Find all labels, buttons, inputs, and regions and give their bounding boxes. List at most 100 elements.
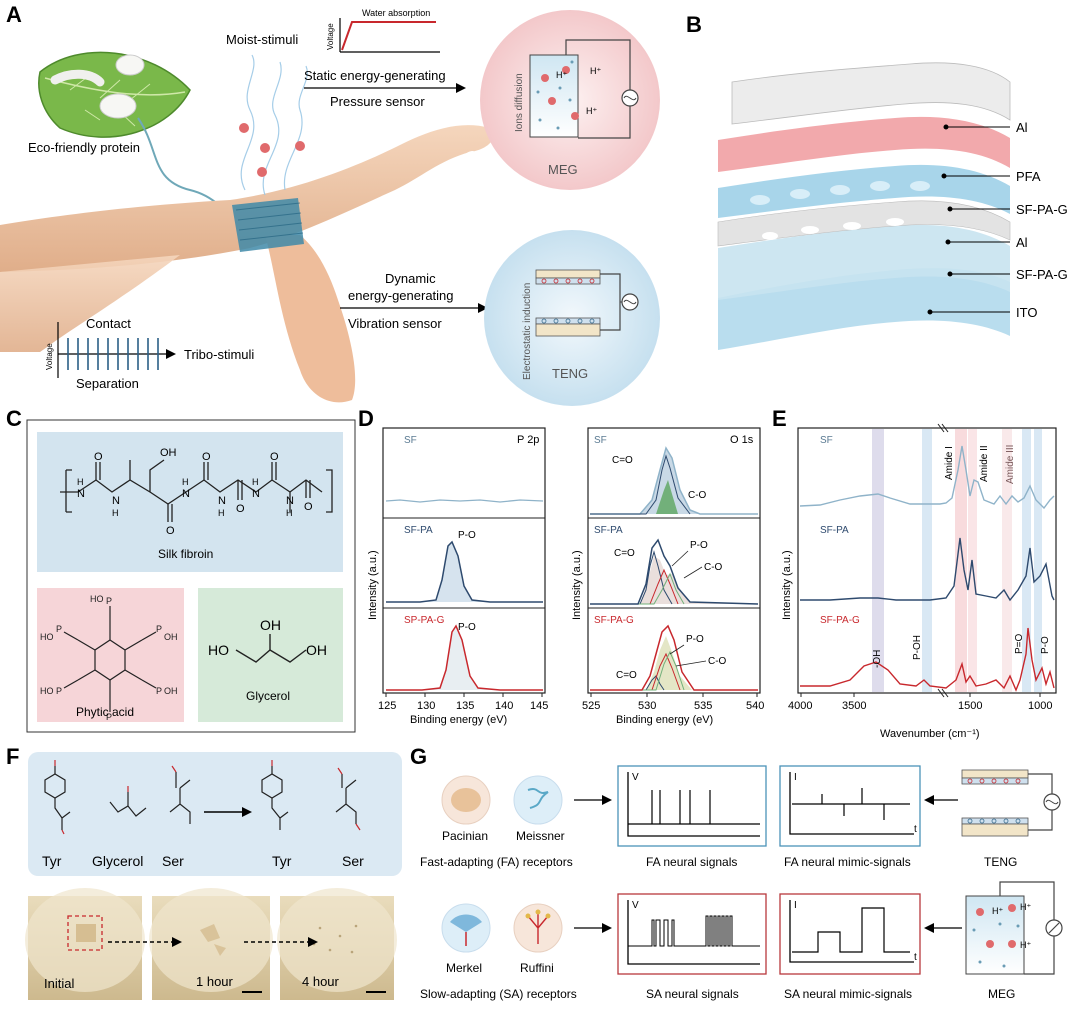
meissner-icon <box>513 775 563 825</box>
water-droplets <box>239 123 305 177</box>
vibration-sensor-label: Vibration sensor <box>348 316 442 331</box>
xps-sfpag-p2p-line <box>386 624 543 691</box>
g-meg-h-plus-3: H⁺ <box>1020 940 1031 950</box>
panel-letter-c: C <box>6 406 22 431</box>
reactant-tyr-label: Tyr <box>42 853 62 869</box>
ftir-frame <box>797 427 1057 694</box>
ftir-sfpa-label: SF-PA <box>820 525 849 536</box>
fa-mimic-trace <box>792 788 910 820</box>
panel-letter-a: A <box>6 2 22 27</box>
voltage-axis-label: Voltage <box>326 23 335 50</box>
xps-p2p-tick-145: 145 <box>530 700 548 712</box>
g-meg-h-plus-1: H⁺ <box>992 906 1003 916</box>
silk-fibroin-box <box>37 432 343 572</box>
fa-signals-label: FA neural signals <box>646 855 737 869</box>
xps-sfpa-ceqo-peak <box>590 550 673 605</box>
sa-signals-box <box>617 893 767 975</box>
xps-left-sf-label: SF <box>404 435 417 446</box>
g-meg-h-plus-2: H⁺ <box>1020 902 1031 912</box>
xps-sf-ceqo-peak <box>590 454 691 515</box>
ftir-ticks <box>800 693 1041 697</box>
pressure-sensor-label: Pressure sensor <box>330 94 425 109</box>
arm-illustration <box>0 125 494 403</box>
ions-diffusion-label: Ions diffusion <box>514 73 525 132</box>
fa-mimic-axes <box>789 772 914 835</box>
amide1-label: Amide I <box>944 446 955 480</box>
atom-h-2: H <box>112 508 119 518</box>
sa-mimic-label: SA neural mimic-signals <box>784 987 912 1001</box>
pa-oh-3: OH <box>164 686 178 696</box>
atom-n-6: N <box>286 495 294 507</box>
band-peqo <box>1022 429 1031 692</box>
xps-right-sf-label: SF <box>594 435 607 446</box>
panel-letter-b: B <box>686 12 702 37</box>
water-absorption-plot: Voltage Water absorption <box>326 8 440 53</box>
ftir-sf-label: SF <box>820 435 833 446</box>
reaction-box <box>28 752 402 876</box>
fa-mimic-label: FA neural mimic-signals <box>784 855 911 869</box>
sa-signals-label: SA neural signals <box>646 987 739 1001</box>
layer-labels <box>927 124 1010 315</box>
dish-arrow-2-head <box>308 937 318 947</box>
tribo-pulse-plot: Voltage Contact Separation Tribo-stimuli <box>45 316 254 391</box>
atom-h-1: H <box>77 477 84 487</box>
sa-receptors-label: Slow-adapting (SA) receptors <box>420 987 577 1001</box>
fa-signals-trace <box>628 790 760 825</box>
fa-mimic-box <box>779 765 921 847</box>
sa-signals-trace <box>628 915 760 947</box>
eco-protein-label: Eco-friendly protein <box>28 140 140 155</box>
axis-break-marks <box>937 423 949 698</box>
contact-label: Contact <box>86 316 131 331</box>
fa-mimic-i: I <box>794 772 797 783</box>
xps-sfpag-p2p-fill <box>386 626 543 690</box>
fa-mimic-t: t <box>914 824 917 835</box>
xps-p2p-title: P 2p <box>517 434 539 446</box>
ftir-tick-1000: 1000 <box>1028 700 1052 712</box>
dish-initial-label: Initial <box>44 976 74 991</box>
silk-fibroin-atoms: N H O N H OH O N H O N H O N H O N H O <box>77 447 313 537</box>
reactant-glycerol-label: Glycerol <box>92 853 143 869</box>
silk-fibroin-label: Silk fibroin <box>158 547 213 561</box>
dish-4hour-plate <box>277 888 397 992</box>
dynamic-label: Dynamic <box>385 271 436 286</box>
panel-g: G Pacinian Meissner Fast-adapting (FA) r… <box>410 744 1063 1001</box>
panel-c: C N H O N H OH O N H O <box>6 406 356 733</box>
energy-generating-label: energy-generating <box>348 288 454 303</box>
merkel-label: Merkel <box>446 961 482 975</box>
xps-sfpag-po-label-right: P-O <box>686 634 704 645</box>
xps-right-sfpag-label: SF-PA-G <box>594 615 634 626</box>
ftir-tick-4000: 4000 <box>788 700 812 712</box>
atom-n-2: N <box>112 495 120 507</box>
teng-ball: Electrostatic induction TENG <box>484 230 660 406</box>
glycerol-oh-2: OH <box>306 642 327 658</box>
layer-label-al-top: Al <box>1016 120 1028 135</box>
pa-p-3: P <box>156 686 162 696</box>
layer-label-sfpag-1: SF-PA-G <box>1016 202 1068 217</box>
meg-ball: H⁺ H⁺ H⁺ Ions diffusion MEG <box>480 10 660 190</box>
oh-band-label: -OH <box>872 650 883 668</box>
dynamic-arrow-head <box>478 303 488 313</box>
electrostatic-induction-label: Electrostatic induction <box>522 283 533 380</box>
pa-p-5: P <box>56 686 62 696</box>
xps-o1s-title: O 1s <box>730 434 754 446</box>
fa-signals-axes <box>627 772 760 837</box>
xps-sfpa-o1s-fill <box>590 556 758 604</box>
ftir-sf-line <box>799 445 1055 510</box>
reaction-arrow-head <box>242 807 252 817</box>
glycerol-ho: HO <box>208 642 229 658</box>
pa-p-1: P <box>106 596 112 606</box>
atom-o-5: O <box>270 451 279 463</box>
xps-o1s-tick-530: 530 <box>638 700 656 712</box>
g-meg-device: H⁺ H⁺ H⁺ <box>965 881 1063 975</box>
band-amide3 <box>1002 429 1012 692</box>
panel-letter-e: E <box>772 406 787 431</box>
fa-signals-v: V <box>632 772 639 783</box>
layer-label-al-mid: Al <box>1016 235 1028 250</box>
water-absorption-label: Water absorption <box>362 8 430 18</box>
glycerol-label: Glycerol <box>246 689 290 703</box>
xps-o1s-ylabel: Intensity (a.u.) <box>571 550 583 620</box>
xps-sfpag-o1s-fill <box>590 636 758 690</box>
band-amide1 <box>955 429 967 692</box>
atom-o-3: O <box>202 451 211 463</box>
